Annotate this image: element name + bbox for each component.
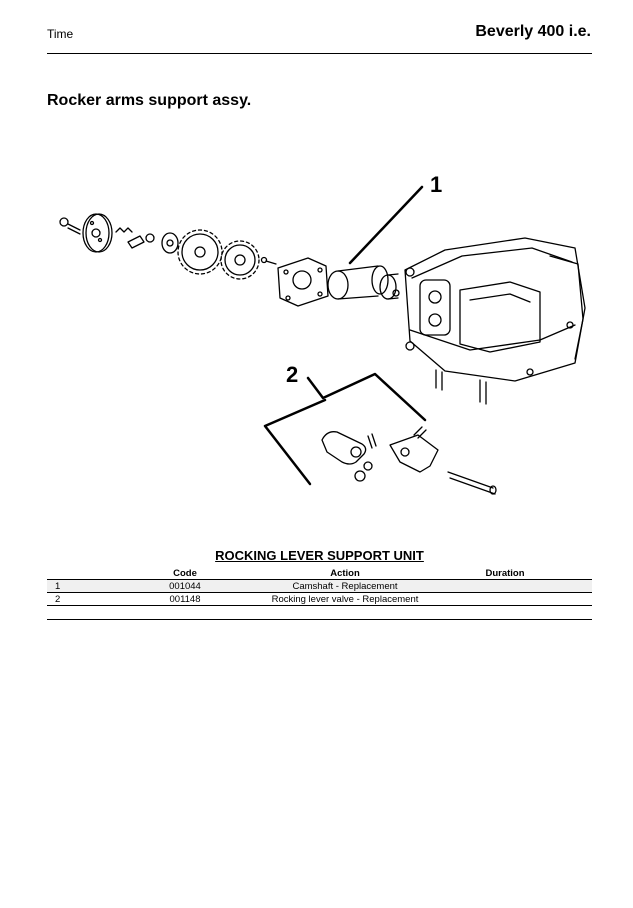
- small-bolt-part: [260, 256, 277, 265]
- row-number: 1: [55, 580, 61, 592]
- header-label: Time: [47, 27, 74, 41]
- table-header: Code Action Duration: [47, 567, 592, 579]
- header-divider: [47, 53, 592, 54]
- row-action: Camshaft - Replacement: [292, 580, 398, 592]
- footer-divider: [47, 619, 592, 620]
- callout-2: 2: [286, 362, 298, 387]
- row-code: 001044: [169, 580, 201, 592]
- gear-part-1: [177, 229, 223, 275]
- small-pin-part: [413, 426, 427, 439]
- cam-part: [161, 232, 179, 254]
- rocker-arm-part-1: [321, 431, 367, 465]
- bushing-part: [127, 233, 155, 249]
- table-row: 1 001044 Camshaft - Replacement: [47, 579, 592, 593]
- exploded-view-drawing: 1 2: [50, 160, 595, 505]
- row-action: Rocking lever valve - Replacement: [271, 593, 419, 605]
- rocker-support-housing: [404, 237, 586, 405]
- bolt-part: [59, 217, 81, 235]
- row-number: 2: [55, 593, 61, 605]
- cover-plate-part: [277, 257, 329, 307]
- rocker-arm-part-2: [354, 434, 439, 482]
- camshaft-part: [327, 265, 400, 300]
- rocker-shaft-part: [447, 471, 497, 495]
- callout-leader-1: [348, 185, 424, 265]
- spring-part: [115, 227, 133, 233]
- gear-part-2: [220, 240, 260, 280]
- column-header-duration: Duration: [485, 567, 525, 579]
- operations-table: Code Action Duration 1 001044 Camshaft -…: [47, 567, 592, 606]
- pin-part: [367, 433, 377, 449]
- table-row: 2 001148 Rocking lever valve - Replaceme…: [47, 593, 592, 606]
- column-header-code: Code: [173, 567, 197, 579]
- pulley-part: [82, 213, 113, 253]
- section-title: Rocker arms support assy.: [47, 92, 252, 109]
- callout-leader-2: [306, 372, 427, 422]
- table-title: ROCKING LEVER SUPPORT UNIT: [215, 548, 424, 563]
- document-title: Beverly 400 i.e.: [475, 23, 591, 40]
- callout-1: 1: [430, 172, 442, 197]
- row-code: 001148: [169, 593, 201, 605]
- callout-bracket-2: [263, 398, 327, 486]
- column-header-action: Action: [330, 567, 360, 579]
